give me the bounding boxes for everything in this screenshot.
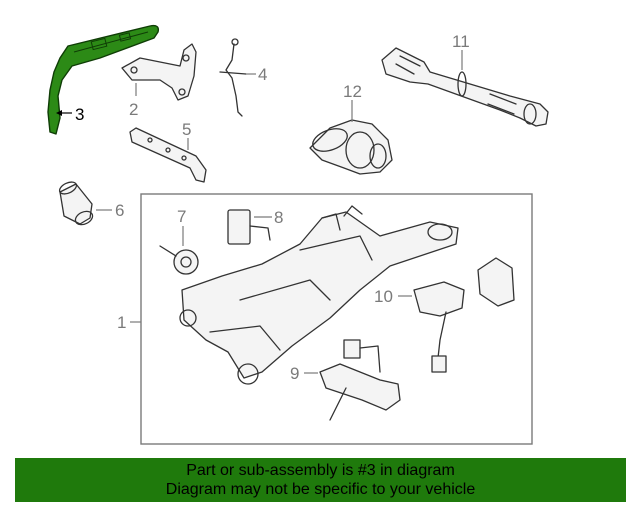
callout-1: 1 xyxy=(117,313,126,332)
part-3-bracket[interactable] xyxy=(47,24,160,135)
part-10-switch[interactable] xyxy=(413,281,465,373)
banner-line-1: Part or sub-assembly is #3 in diagram xyxy=(186,462,455,479)
callout-9: 9 xyxy=(290,364,299,383)
part-4-rod[interactable] xyxy=(219,38,247,117)
part-2-bracket[interactable] xyxy=(121,43,197,101)
part-11-shaft[interactable] xyxy=(381,47,549,127)
parts-diagram: 3 2 4 5 6 11 xyxy=(47,24,549,445)
callout-12: 12 xyxy=(343,82,362,101)
callout-11: 11 xyxy=(452,32,470,51)
callout-2: 2 xyxy=(129,100,138,119)
banner-line-2: Diagram may not be specific to your vehi… xyxy=(165,481,476,498)
assembly-frame xyxy=(140,193,533,445)
callout-7: 7 xyxy=(177,207,186,226)
info-banner: Part or sub-assembly is #3 in diagram Di… xyxy=(15,458,626,502)
arrowhead-3 xyxy=(56,110,62,116)
callout-5: 5 xyxy=(182,120,191,139)
part-12-boot[interactable] xyxy=(309,119,393,175)
part-5-strap[interactable] xyxy=(129,127,207,183)
part-1-steering-column[interactable] xyxy=(179,205,459,385)
part-8-switch[interactable] xyxy=(227,209,271,245)
part-7-lock-cylinder[interactable] xyxy=(159,245,199,275)
callout-10: 10 xyxy=(374,287,393,306)
callout-8: 8 xyxy=(274,208,283,227)
callout-6: 6 xyxy=(115,201,124,220)
callout-3: 3 xyxy=(75,105,84,124)
part-6-bushing[interactable] xyxy=(58,180,95,228)
callout-4: 4 xyxy=(258,65,267,84)
part-10-clip[interactable] xyxy=(477,257,515,307)
part-9-actuator[interactable] xyxy=(319,339,401,421)
